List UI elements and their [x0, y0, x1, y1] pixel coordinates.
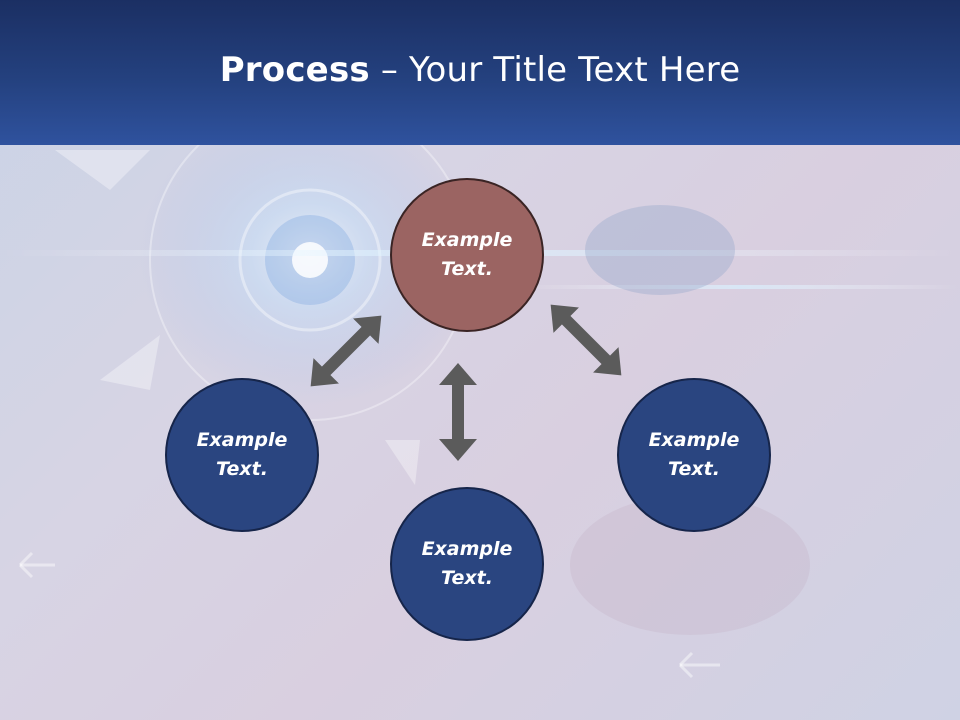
node-text: Example Text.: [196, 429, 288, 480]
node-text: Example Text.: [421, 538, 513, 589]
process-node-top: Example Text.: [390, 178, 544, 332]
process-node-right: Example Text.: [617, 378, 771, 532]
node-text: Example Text.: [421, 229, 513, 280]
title-bold: Process: [219, 49, 370, 90]
double-arrow-icon: [550, 304, 622, 376]
node-text: Example Text.: [648, 429, 740, 480]
header-bar: Process – Your Title Text Here: [0, 0, 960, 145]
background-artwork: [0, 145, 960, 679]
process-node-bottom: Example Text.: [390, 487, 544, 641]
double-arrow-icon: [310, 315, 382, 387]
slide-title: Process – Your Title Text Here: [220, 50, 741, 90]
process-node-left: Example Text.: [165, 378, 319, 532]
double-arrow-icon: [439, 363, 477, 461]
title-rest: – Your Title Text Here: [369, 49, 741, 90]
